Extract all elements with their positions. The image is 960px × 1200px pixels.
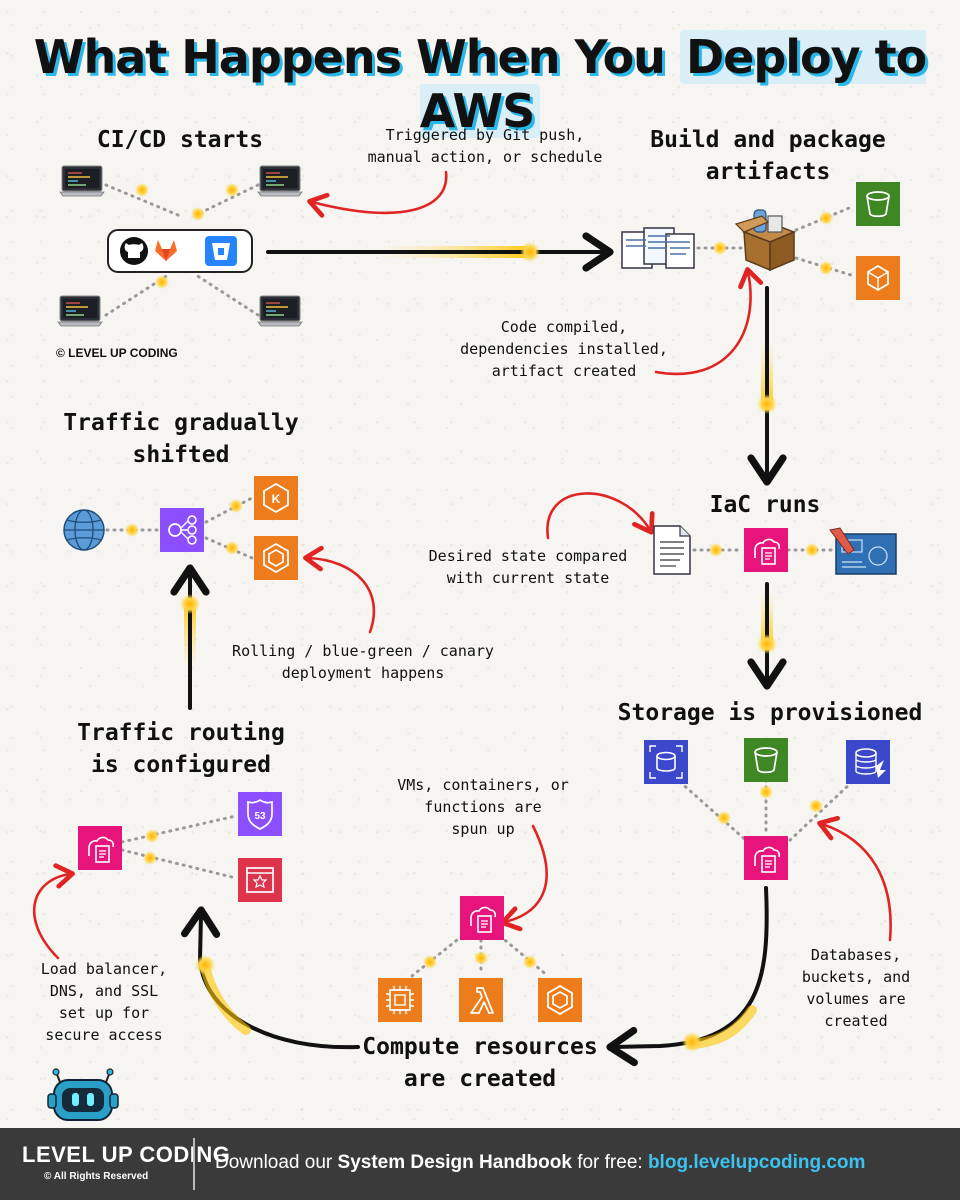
note-trigger-line2: manual action, or schedule [367,148,603,166]
laptop-terminal-icon [257,165,303,197]
eks-icon: K [254,476,298,520]
stage-build-heading: Build and package artifacts [628,124,908,188]
efs-storage-icon [644,740,688,784]
page-title: What Happens When You Deploy to AWS [0,30,960,138]
certificate-manager-icon [238,858,282,902]
glow-dot [520,242,540,262]
blueprint-icon [829,527,897,575]
note-db-line3: volumes are [806,990,906,1008]
footer-cta: Download our System Design Handbook for … [215,1152,865,1174]
cta-handbook: System Design Handbook [337,1152,572,1173]
note-vms: VMs, containers, or functions are spun u… [383,774,583,840]
note-vm-line3: spun up [451,820,515,838]
glow-tail [200,961,251,1035]
git-providers-box [107,229,253,273]
title-prefix: What Happens When You [33,30,680,84]
stage-storage-heading: Storage is provisioned [617,700,923,726]
stage-cicd-heading: CI/CD starts [96,127,264,153]
flow-arrow-compute-to-routing [180,906,360,1050]
note-compile-line3: artifact created [491,362,637,380]
stage-compute-heading: Compute resources are created [340,1031,620,1095]
annotation-arrows [32,170,892,960]
note-load-balancer: Load balancer, DNS, and SSL set up for s… [24,958,184,1046]
note-lb-line4: secure access [45,1026,163,1044]
stage-shift-heading: Traffic gradually shifted [46,407,316,471]
rds-database-icon [846,740,890,784]
glow-dot [757,394,777,414]
note-vm-line2: functions are [424,798,542,816]
github-icon [120,237,148,265]
load-balancer-icon [160,508,204,552]
note-rolling-line1: Rolling / blue-green / canary [232,642,494,660]
cloudformation-icon [743,835,789,881]
stage-iac-heading: IaC runs [709,492,821,518]
footer-rights: © All Rights Reserved [44,1171,149,1182]
note-db-line1: Databases, [810,946,902,964]
stage-build-line2: artifacts [705,159,831,185]
stage-compute-line2: are created [403,1066,557,1092]
note-compile: Code compiled, dependencies installed, a… [454,316,674,382]
cloudformation-icon [459,895,505,941]
note-db-line2: buckets, and [801,968,911,986]
watermark: © LEVEL UP CODING [56,346,178,360]
template-document-icon [653,525,691,575]
note-lb-line1: Load balancer, [40,960,168,978]
cloudformation-icon [77,825,123,871]
s3-bucket-icon [743,737,789,783]
note-databases: Databases, buckets, and volumes are crea… [786,944,926,1032]
stage-routing-line2: is configured [90,752,271,778]
svg-text:53: 53 [254,811,266,822]
container-registry-icon [856,256,900,300]
laptop-terminal-icon [257,295,303,327]
note-desired-line2: with current state [446,569,610,587]
package-box-icon [734,209,797,272]
laptop-terminal-icon [59,165,105,197]
svg-text:K: K [272,492,281,506]
note-lb-line2: DNS, and SSL [49,982,159,1000]
note-compile-line2: dependencies installed, [460,340,668,358]
note-db-line4: created [824,1012,888,1030]
glow-dot [180,594,200,614]
cta-prefix: Download our [215,1152,338,1173]
s3-bucket-icon [855,181,901,227]
note-trigger: Triggered by Git push, manual action, or… [340,124,630,168]
footer-banner: LEVEL UP CODING © All Rights Reserved Do… [0,1128,960,1200]
cta-mid: for free: [571,1152,648,1173]
footer-logo: LEVEL UP CODING [22,1142,231,1167]
glow-dot [757,634,777,654]
cta-link[interactable]: blog.levelupcoding.com [647,1152,866,1173]
footer-divider [193,1138,195,1190]
gitlab-icon [155,240,177,261]
stage-build-line1: Build and package [650,127,886,153]
note-rolling-line2: deployment happens [281,664,445,682]
laptop-terminal-icon [57,295,103,327]
glow-dot [195,955,215,975]
route53-icon: 53 [238,792,282,836]
note-rolling: Rolling / blue-green / canary deployment… [228,640,498,684]
cloudformation-icon [743,527,789,573]
documents-icon [621,227,695,269]
note-trigger-line1: Triggered by Git push, [385,126,585,144]
stage-shift-line2: shifted [132,442,230,468]
ecs-icon [537,977,583,1023]
ecs-icon [253,535,299,581]
note-lb-line3: set up for [58,1004,150,1022]
note-vm-line1: VMs, containers, or [397,776,569,794]
stage-routing-heading: Traffic routing is configured [56,717,306,781]
link-glow-beads [125,183,833,969]
note-desired-state: Desired state compared with current stat… [408,545,648,589]
bitbucket-icon [205,236,237,266]
stage-compute-line1: Compute resources [362,1034,598,1060]
robot-mascot-icon [47,1068,119,1121]
stage-routing-line1: Traffic routing [77,720,285,746]
stage-shift-line1: Traffic gradually [63,410,299,436]
glow-dot [682,1032,702,1052]
globe-icon [63,509,105,551]
flow-arrow-storage-to-compute [606,886,769,1067]
lambda-icon [459,978,503,1022]
ec2-icon [378,978,422,1022]
note-compile-line1: Code compiled, [500,318,628,336]
note-desired-line1: Desired state compared [428,547,628,565]
